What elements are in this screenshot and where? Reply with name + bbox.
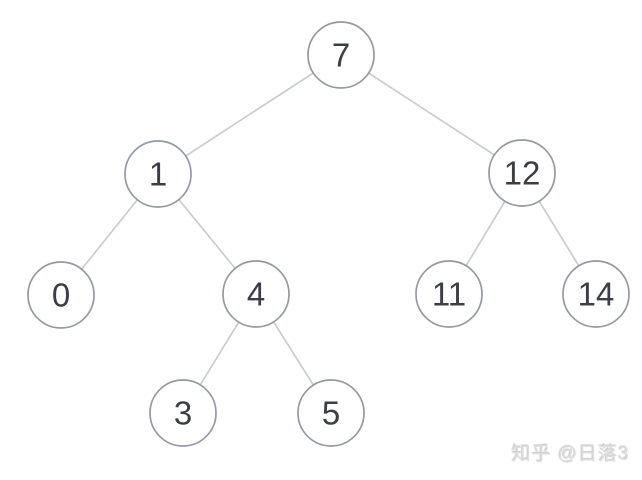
tree-node-1: 1 [124, 140, 192, 208]
tree-node-label-5: 5 [322, 395, 340, 432]
tree-edge-7-1 [157, 54, 342, 175]
tree-node-label-3: 3 [174, 395, 192, 432]
tree-node-circle-4 [222, 260, 290, 328]
tree-node-12: 12 [488, 139, 556, 207]
tree-node-5: 5 [297, 379, 365, 447]
tree-node-circle-0 [27, 261, 95, 329]
tree-edge-7-12 [340, 54, 523, 174]
tree-node-7: 7 [307, 21, 375, 89]
tree-node-circle-3 [149, 379, 217, 447]
tree-node-circle-11 [415, 260, 483, 328]
tree-node-11: 11 [415, 260, 483, 328]
tree-node-0: 0 [27, 261, 95, 329]
tree-node-label-14: 14 [578, 276, 615, 313]
tree-node-circle-12 [488, 139, 556, 207]
tree-node-label-11: 11 [432, 276, 466, 313]
tree-node-circle-7 [307, 21, 375, 89]
tree-node-label-12: 12 [504, 155, 541, 192]
tree-node-label-7: 7 [332, 37, 350, 74]
tree-node-label-0: 0 [52, 277, 70, 314]
tree-node-14: 14 [562, 260, 630, 328]
tree-node-circle-14 [562, 260, 630, 328]
tree-node-4: 4 [222, 260, 290, 328]
tree-node-label-4: 4 [247, 276, 265, 313]
tree-node-3: 3 [149, 379, 217, 447]
tree-node-circle-1 [124, 140, 192, 208]
tree-node-label-1: 1 [149, 156, 167, 193]
tree-node-circle-5 [297, 379, 365, 447]
watermark: 知乎 @日落3 [511, 444, 630, 465]
